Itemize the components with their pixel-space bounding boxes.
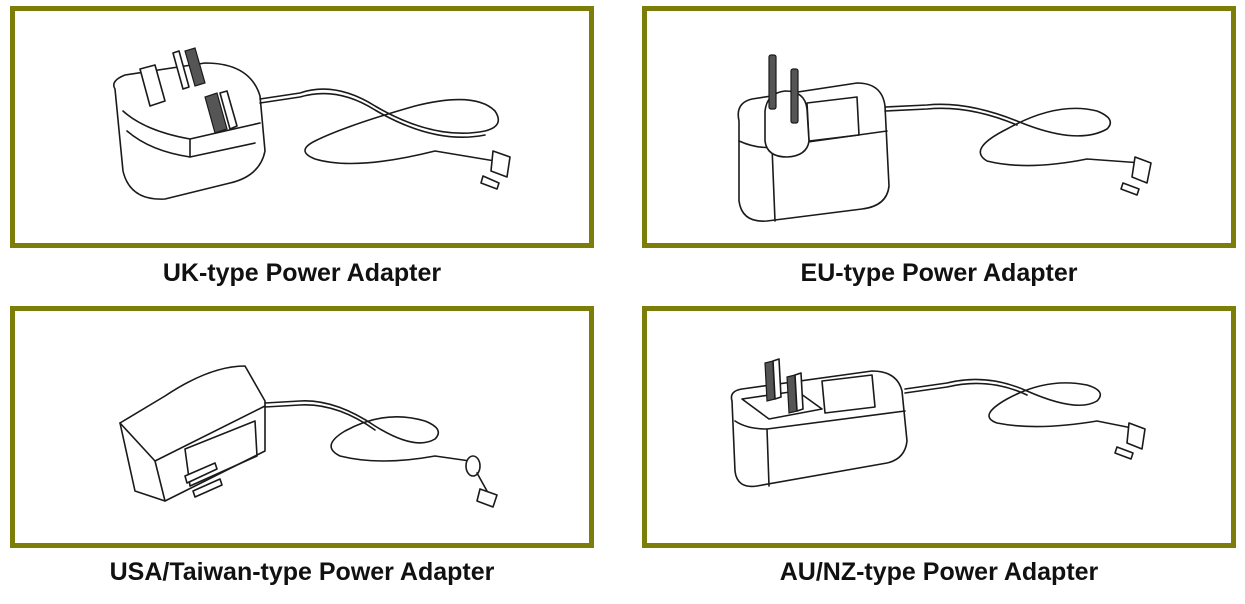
uk-adapter-frame: [10, 6, 594, 248]
uk-adapter-caption: UK-type Power Adapter: [162, 259, 442, 287]
eu-plug-adapter-illustration: [737, 54, 1152, 222]
au-adapter-frame: [642, 306, 1236, 548]
us-adapter-caption: USA/Taiwan-type Power Adapter: [109, 558, 495, 586]
eu-adapter-caption: EU-type Power Adapter: [800, 259, 1078, 287]
uk-plug-adapter-illustration: [112, 47, 511, 200]
au-plug-adapter-illustration: [730, 358, 1146, 488]
us-adapter-frame: [10, 306, 594, 548]
us-plug-adapter-illustration: [119, 365, 498, 508]
eu-adapter-frame: [642, 6, 1236, 248]
au-adapter-caption: AU/NZ-type Power Adapter: [779, 558, 1099, 586]
